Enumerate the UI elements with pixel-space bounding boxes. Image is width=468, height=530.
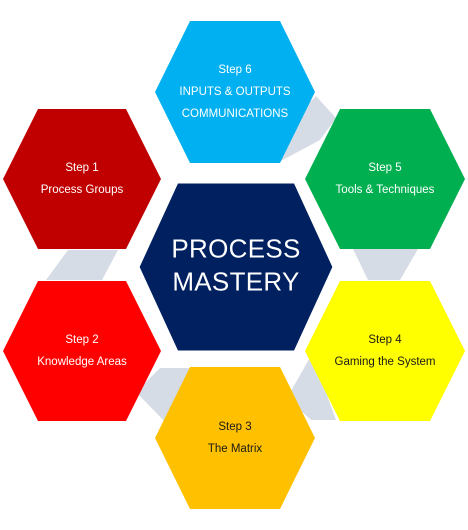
step-5-label-line-1: Step 5 bbox=[368, 162, 401, 174]
connector-4-3 bbox=[287, 354, 336, 420]
step-2-label-line-1: Step 2 bbox=[65, 334, 98, 346]
step-4-label-line-1: Step 4 bbox=[368, 334, 402, 346]
center-hexagon-shape bbox=[136, 180, 336, 354]
step-4-hexagon: Step 4 Gaming the System bbox=[305, 281, 465, 421]
step-5-label-line-2: Tools & Techniques bbox=[336, 184, 435, 196]
center-label-line-2: MASTERY bbox=[172, 266, 299, 296]
step-3-hexagon: Step 3 The Matrix bbox=[155, 367, 315, 509]
step-6-label-line-1: Step 6 bbox=[218, 64, 251, 76]
step-1-label-line-1: Step 1 bbox=[65, 162, 98, 174]
step-2-hexagon: Step 2 Knowledge Areas bbox=[3, 281, 161, 421]
step-1-hexagon-shape bbox=[3, 109, 161, 249]
step-1-label-line-2: Process Groups bbox=[41, 184, 124, 196]
step-6-label-line-3: COMMUNICATIONS bbox=[182, 108, 289, 120]
step-3-hexagon-shape bbox=[155, 367, 315, 509]
step-1-hexagon: Step 1 Process Groups bbox=[3, 109, 161, 249]
step-2-hexagon-shape bbox=[3, 281, 161, 421]
step-6-hexagon: Step 6 INPUTS & OUTPUTS COMMUNICATIONS bbox=[155, 21, 315, 163]
step-6-label-line-2: INPUTS & OUTPUTS bbox=[179, 86, 291, 98]
step-2-label-line-2: Knowledge Areas bbox=[37, 356, 127, 368]
connector-6-5 bbox=[279, 96, 336, 162]
step-4-label-line-2: Gaming the System bbox=[335, 356, 436, 368]
step-5-hexagon-shape bbox=[305, 109, 465, 249]
step-5-hexagon: Step 5 Tools & Techniques bbox=[305, 109, 465, 249]
step-6-hexagon-shape bbox=[155, 21, 315, 163]
step-4-hexagon-shape bbox=[305, 281, 465, 421]
center-label-line-1: PROCESS bbox=[171, 233, 300, 263]
step-3-label-line-1: Step 3 bbox=[218, 421, 251, 433]
step-3-label-line-2: The Matrix bbox=[208, 443, 263, 455]
connector-5-4 bbox=[353, 249, 418, 280]
connector-2-1 bbox=[46, 250, 118, 280]
